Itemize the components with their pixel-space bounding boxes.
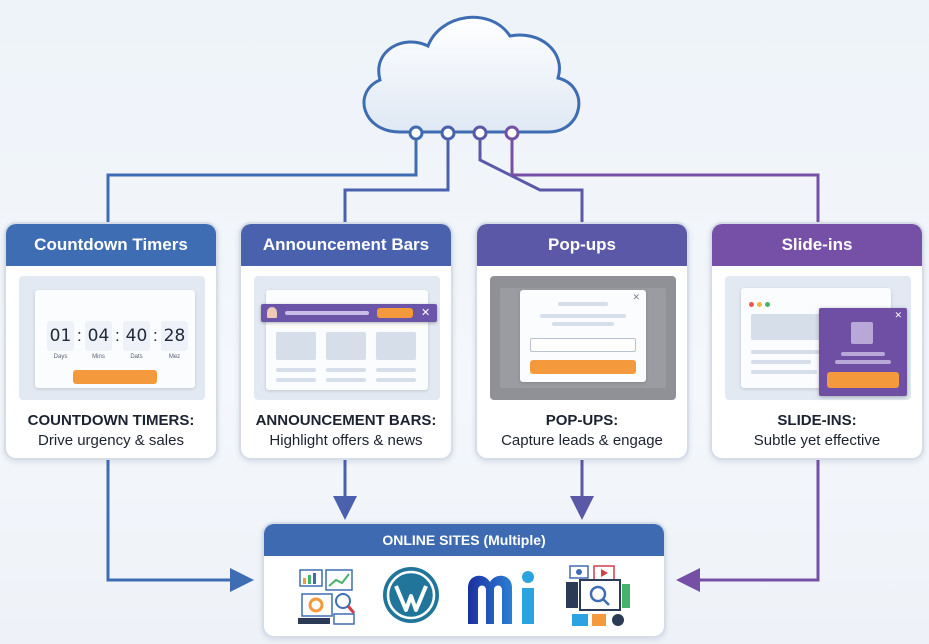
timer-widget: 01 : 04 : 40 : 28 Days Mins Dats Mez: [35, 290, 195, 388]
card-title: COUNTDOWN TIMERS:: [27, 412, 195, 429]
timer-digit-secs: 40: [123, 321, 150, 351]
timer-unit: Days: [53, 354, 68, 360]
card-slide-ins: Slide-ins ✕ SLIDE-INS: Subtle yet effect…: [710, 222, 924, 460]
timer-digit-last: 28: [161, 321, 188, 351]
card-header: Countdown Timers: [6, 224, 216, 266]
announcement-cta-button[interactable]: [377, 308, 413, 318]
close-icon[interactable]: ✕: [421, 307, 431, 319]
card-subtitle: Subtle yet effective: [753, 432, 881, 449]
close-icon[interactable]: ✕: [632, 292, 640, 302]
window-dots: [749, 294, 773, 312]
card-title: ANNOUNCEMENT BARS:: [255, 412, 437, 429]
card-header: Pop-ups: [477, 224, 687, 266]
card-subtitle: Drive urgency & sales: [38, 432, 184, 449]
timer-unit: Mez: [168, 354, 181, 360]
announcement-preview: [254, 276, 440, 400]
timer-digit-days: 01: [47, 321, 74, 351]
wordpress-icon: [383, 567, 439, 623]
card-title: SLIDE-INS:: [777, 412, 857, 429]
cloud-icon: [362, 15, 581, 134]
card-title: POP-UPS:: [545, 412, 619, 429]
analytics-dashboard-icon: [298, 569, 356, 625]
announcement-bar[interactable]: ✕: [261, 304, 437, 322]
online-sites-panel: ONLINE SITES (Multiple): [262, 522, 666, 638]
card-subtitle: Highlight offers & news: [269, 432, 423, 449]
timer-unit: Mins: [92, 354, 105, 360]
close-icon[interactable]: ✕: [894, 310, 902, 320]
timer-digit-mins: 04: [85, 321, 112, 351]
popup-modal: ✕: [520, 290, 646, 382]
card-header: Announcement Bars: [241, 224, 451, 266]
slide-in-preview: ✕: [725, 276, 911, 400]
online-sites-title: ONLINE SITES (Multiple): [264, 524, 664, 556]
popup-submit-button[interactable]: [530, 360, 636, 374]
card-subtitle: Capture leads & engage: [501, 432, 663, 449]
slide-in-panel[interactable]: ✕: [819, 308, 907, 396]
bell-icon: [267, 307, 277, 318]
card-header: Slide-ins: [712, 224, 922, 266]
popup-preview: ✕: [490, 276, 676, 400]
timer-colon: :: [115, 326, 120, 345]
timer-unit: Dats: [130, 354, 143, 360]
mi-logo-icon: [468, 571, 534, 624]
slide-in-cta-button[interactable]: [827, 372, 899, 388]
timer-cta-button[interactable]: [73, 370, 157, 384]
card-countdown-timers: Countdown Timers 01 : 04 : 40 : 28 Days …: [4, 222, 218, 460]
card-announcement-bars: Announcement Bars ✕ ANNOUNCEMENT BARS: H…: [239, 222, 453, 460]
countdown-preview: 01 : 04 : 40 : 28 Days Mins Dats Mez: [19, 276, 205, 400]
timer-colon: :: [77, 326, 82, 345]
email-field[interactable]: [530, 338, 636, 352]
card-pop-ups: Pop-ups ✕ POP-UPS: Capture leads & engag…: [475, 222, 689, 460]
timer-colon: :: [153, 326, 158, 345]
media-gallery-icon: [566, 565, 630, 626]
image-placeholder-icon: [851, 322, 873, 344]
